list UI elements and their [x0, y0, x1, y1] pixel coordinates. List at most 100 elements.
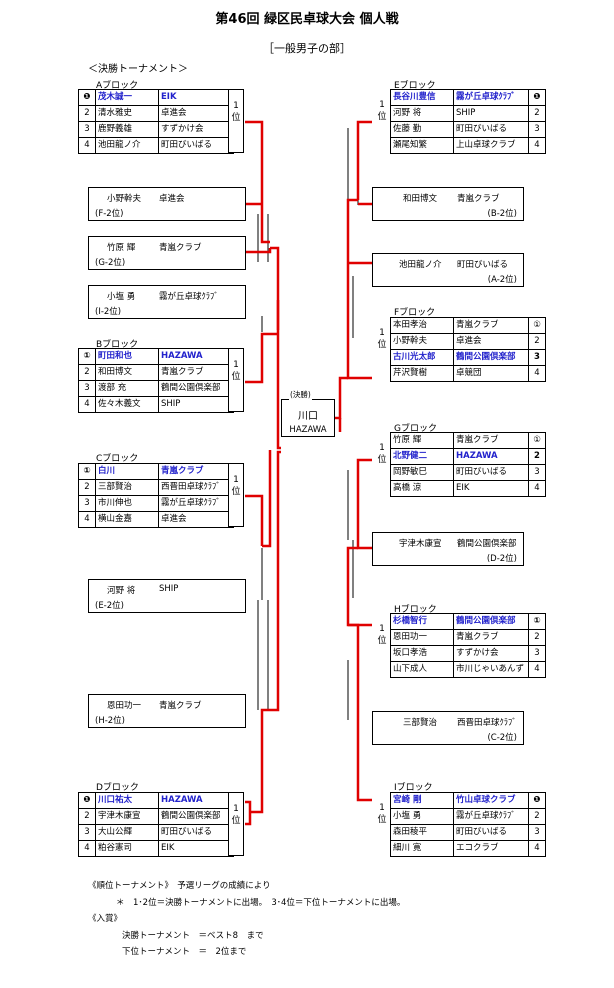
player-name-cell: 恩田功一	[390, 629, 454, 646]
player-name-cell: 森田稜平	[390, 824, 454, 841]
player-name-cell: 芹沢賢樹	[390, 365, 454, 382]
player-name-cell: 杉橋智行	[390, 613, 454, 630]
second-place-c: 三部賢治 西晋田卓球ｸﾗﾌﾞ (C-2位)	[372, 711, 524, 745]
rank-cell: 3	[528, 121, 546, 138]
player-name-cell: 瀬尾知繁	[390, 137, 454, 154]
rank1-label: 1 位	[231, 804, 241, 826]
player-name-cell: 本田孝治	[390, 317, 454, 334]
club-cell: 西晋田卓球ｸﾗﾌﾞ	[158, 479, 234, 496]
rank1-label: 1 位	[231, 101, 241, 123]
club-cell: 卓進会	[453, 333, 529, 350]
second-place-f: 小野幹夫 卓進会 (F-2位)	[88, 187, 246, 221]
seed-note: (C-2位)	[487, 733, 517, 743]
notes-line5: 下位トーナメント ＝ 2位まで	[122, 947, 247, 957]
final-winner: 川口	[298, 411, 318, 422]
player-name-cell: 河野 将	[390, 105, 454, 122]
block-e-label: Eブロック	[394, 81, 436, 91]
club-name: 青嵐クラブ	[159, 701, 202, 711]
player-name-cell: 清水雅史	[95, 105, 159, 122]
player-name-cell: 長谷川豊信	[390, 89, 454, 106]
club-cell: EIK	[453, 480, 529, 497]
club-cell: 鶴間公園倶楽部	[453, 613, 529, 630]
rank1-label: 1 位	[231, 360, 241, 382]
block-f-label: Fブロック	[394, 308, 436, 318]
rank1-box-f: 1 位	[372, 317, 392, 381]
rank-cell: 3	[78, 495, 96, 512]
player-name: 宇津木康宣	[399, 539, 442, 549]
player-name-cell: 佐藤 勤	[390, 121, 454, 138]
club-cell: すずかけ会	[453, 645, 529, 662]
rank1-box-d: 1 位	[228, 792, 244, 856]
second-place-a: 池田龍ノ介 町田びいばる (A-2位)	[372, 253, 524, 287]
club-cell: 青嵐クラブ	[453, 317, 529, 334]
club-cell: 町田びいばる	[453, 121, 529, 138]
player-name-cell: 白川	[95, 463, 159, 480]
block-c-label: Cブロック	[96, 454, 139, 464]
block-i-label: Iブロック	[394, 783, 433, 793]
club-cell: HAZAWA	[453, 448, 529, 465]
club-name: 卓進会	[159, 194, 185, 204]
club-cell: 卓進会	[158, 105, 234, 122]
player-name-cell: 渡部 充	[95, 380, 159, 397]
rank-cell: 3	[78, 121, 96, 138]
rank-cell: 2	[78, 808, 96, 825]
player-name-cell: 岡野敏巳	[390, 464, 454, 481]
club-cell: 青嵐クラブ	[158, 463, 234, 480]
club-name: 青嵐クラブ	[159, 243, 202, 253]
club-cell: 青嵐クラブ	[453, 432, 529, 449]
block-b-label: Bブロック	[96, 340, 139, 350]
rank-cell: 4	[528, 661, 546, 678]
club-cell: 町田びいばる	[453, 824, 529, 841]
player-name-cell: 細川 寛	[390, 840, 454, 857]
player-name-cell: 佐々木義文	[95, 396, 159, 413]
player-name-cell: 宮崎 剛	[390, 792, 454, 809]
second-place-g: 竹原 輝 青嵐クラブ (G-2位)	[88, 236, 246, 270]
player-name-cell: 町田和也	[95, 348, 159, 365]
player-name-cell: 坂口孝浩	[390, 645, 454, 662]
club-name: 青嵐クラブ	[457, 194, 500, 204]
player-name-cell: 竹原 輝	[390, 432, 454, 449]
rank-cell: ❶	[78, 89, 96, 106]
rank1-label: 1 位	[377, 443, 387, 465]
seed-note: (G-2位)	[95, 258, 126, 268]
final-tournament-label: ＜決勝トーナメント＞	[88, 64, 188, 75]
player-name-cell: 三部賢治	[95, 479, 159, 496]
second-place-i: 小塩 勇 霧が丘卓球ｸﾗﾌﾞ (I-2位)	[88, 285, 246, 319]
club-cell: エコクラブ	[453, 840, 529, 857]
second-place-d: 宇津木康宣 鶴間公園倶楽部 (D-2位)	[372, 532, 524, 566]
rank-cell: 2	[78, 364, 96, 381]
second-place-h: 恩田功一 青嵐クラブ (H-2位)	[88, 694, 246, 728]
rank-cell: 4	[528, 840, 546, 857]
player-name: 恩田功一	[107, 701, 142, 711]
rank1-label: 1 位	[377, 624, 387, 646]
player-name: 池田龍ノ介	[399, 260, 442, 270]
rank-cell: 2	[528, 333, 546, 350]
player-name: 小塩 勇	[107, 292, 136, 302]
club-name: 霧が丘卓球ｸﾗﾌﾞ	[159, 292, 219, 302]
rank-cell: 3	[528, 349, 546, 366]
rank-cell: ①	[78, 348, 96, 365]
player-name-cell: 宇津木康宣	[95, 808, 159, 825]
final-club: HAZAWA	[289, 425, 327, 435]
player-name-cell: 横山金嘉	[95, 511, 159, 528]
